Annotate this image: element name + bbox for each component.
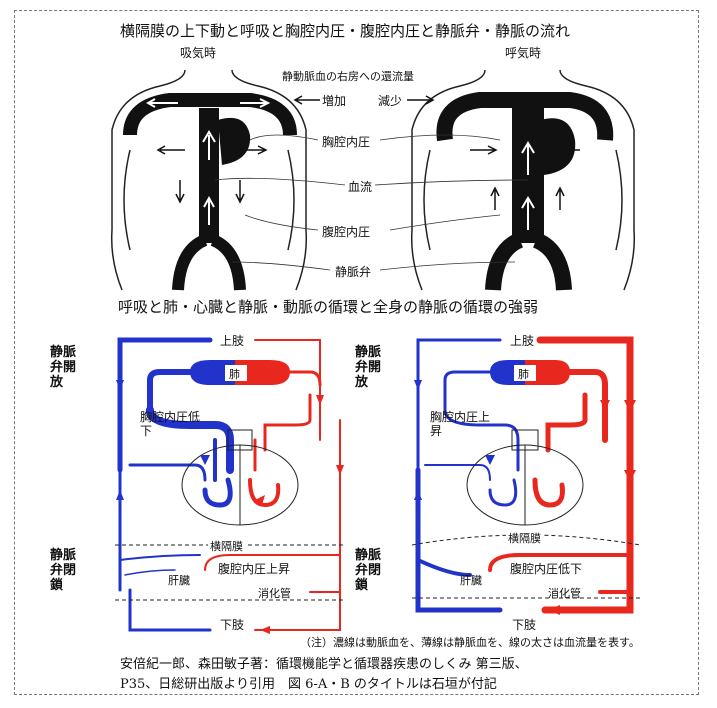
left-arrows-red bbox=[255, 395, 344, 634]
increase-decrease-arrows bbox=[293, 95, 435, 105]
left-lung-shape bbox=[190, 360, 290, 385]
right-digestive: 消化管 bbox=[548, 587, 581, 600]
left-diaphragm: 横隔膜 bbox=[208, 538, 245, 554]
thoracic-pressure-label: 胸腔内圧 bbox=[322, 135, 371, 149]
left-digestive: 消化管 bbox=[258, 587, 291, 600]
exhale-vessels bbox=[436, 92, 614, 291]
left-valve-open: 静脈弁開放 bbox=[50, 345, 77, 390]
citation-line2: P35、日総研出版より引用 図 6-A・B のタイトルは石垣が付記 bbox=[120, 677, 497, 692]
left-upper-limb: 上肢 bbox=[218, 332, 247, 349]
left-liver: 肝臓 bbox=[168, 574, 190, 587]
decrease-label: 減少 bbox=[378, 94, 403, 108]
right-valve-open: 静脈弁開放 bbox=[355, 345, 382, 390]
figure-frame bbox=[14, 10, 699, 695]
inhale-torso bbox=[110, 69, 308, 291]
exhale-torso bbox=[410, 69, 636, 291]
right-lung-label: 肺 bbox=[518, 368, 529, 381]
right-thoracic-pressure: 胸腔内圧上昇 bbox=[430, 410, 491, 438]
venous-valve-label: 静脈弁 bbox=[335, 265, 372, 279]
right-heart-shape bbox=[466, 429, 584, 526]
right-arrows-red bbox=[548, 400, 636, 615]
left-arrows bbox=[116, 380, 210, 500]
left-lower-limb: 下肢 bbox=[218, 616, 247, 633]
left-thoracic-pressure: 胸腔内圧低下 bbox=[140, 410, 201, 438]
increase-label: 増加 bbox=[322, 94, 347, 108]
exhale-label: 呼気時 bbox=[505, 46, 542, 60]
right-liver: 肝臓 bbox=[460, 574, 482, 587]
right-upper-limb: 上肢 bbox=[508, 332, 537, 349]
citation-line1: 安倍紀一郎、森田敏子著：循環機能学と循環器疾患のしくみ 第三版、 bbox=[120, 657, 528, 672]
left-circuit bbox=[117, 337, 341, 632]
leader-lines bbox=[214, 134, 529, 271]
bottom-title: 呼吸と肺・心臓と静脈・動脈の循環と全身の静脈の循環の強弱 bbox=[118, 298, 539, 316]
legend-note: （注）濃線は動脈血を、薄線は静脈血を、線の太さは血流量を表す。 bbox=[300, 636, 640, 649]
right-lower-limb: 下肢 bbox=[510, 616, 539, 633]
right-abdominal-pressure: 腹腔内圧低下 bbox=[510, 562, 583, 576]
return-flow-label: 静動脈血の右房への還流量 bbox=[282, 70, 414, 83]
abdominal-pressure-label: 腹腔内圧 bbox=[322, 225, 371, 239]
left-heart-shape bbox=[181, 429, 299, 526]
left-lung-label: 肺 bbox=[229, 368, 240, 381]
left-abdominal-pressure: 腹腔内圧上昇 bbox=[218, 562, 291, 576]
right-valve-closed: 静脈弁閉鎖 bbox=[355, 548, 382, 593]
left-valve-closed: 静脈弁閉鎖 bbox=[50, 548, 77, 593]
blood-flow-label: 血流 bbox=[348, 180, 373, 194]
right-diaphragm: 横隔膜 bbox=[506, 530, 543, 546]
inhale-label: 吸気時 bbox=[180, 46, 217, 60]
top-title: 横隔膜の上下動と呼吸と胸腔内圧・腹腔内圧と静脈弁・静脈の流れ bbox=[120, 22, 571, 40]
right-arrows-blue bbox=[414, 380, 495, 500]
right-lung-shape bbox=[490, 360, 570, 385]
inhale-vessels bbox=[123, 93, 297, 291]
